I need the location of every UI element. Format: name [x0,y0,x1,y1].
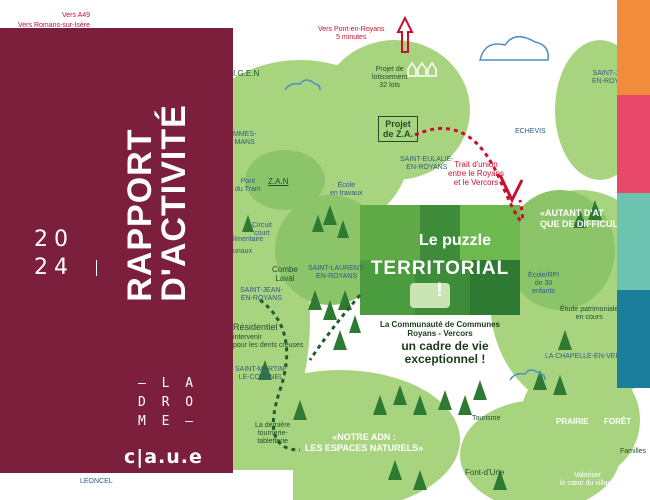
label-vers-romans: Vers Romans-sur-Isère [18,22,90,29]
label-leoncel: LEONCEL [80,478,113,485]
stripe-teal [617,193,650,290]
label-prairie: PRAIRIE [556,417,589,426]
cover-panel: RAPPORT D'ACTIVITÉ 20 24 – L A D R O M E… [0,28,233,473]
logo-line1: – L A [138,376,198,391]
label-mmes: MMES-MANS [233,131,257,146]
puzzle-graphic [360,205,520,315]
caue-logo: c|a.u.e [124,446,203,468]
la-drome-logo: – L A D R O M E – [138,374,197,431]
label-zan: Z.A.N [268,177,289,186]
stripe-blue [617,290,650,388]
label-unaux: unaux [233,248,253,255]
report-year: 20 24 [34,226,74,282]
logo-line3: M E – [138,414,198,429]
puzzle-title-line1: Le puzzle [418,232,491,249]
label-saint-laurent: SAINT-LAURENT-EN-ROYANS [308,265,366,280]
puzzle-title-line2: TERRITORIAL ! [370,258,510,301]
label-saint-jean: SAINT-JEAN-EN-ROYANS [240,287,283,302]
report-title: RAPPORT D'ACTIVITÉ [112,88,202,318]
label-saint-eulalie: SAINT-EULALIE-EN-ROYANS [400,156,454,171]
report-title-line2: D'ACTIVITÉ [155,104,193,302]
label-igen: I.G.E.N [233,69,260,78]
label-residentiel: Résidentiel [233,322,278,332]
year-line2: 24 [34,255,74,280]
label-foret: FORÊT [604,417,632,426]
label-vers-a49: Vers A49 [62,12,91,19]
label-alimentaire: limentaire [233,236,264,243]
label-chapelle: LA CHAPELLE-EN-VERCORS [545,353,641,360]
stripe-orange [617,0,650,95]
label-saint-martin: SAINT-MARTIN-LE-COLONEL [235,366,287,381]
label-font-durle: Font-d'Urle [465,468,505,477]
divider [96,260,97,276]
tree-icons [242,200,602,490]
label-tourisme: Tourisme [472,415,501,422]
stripe-pink [617,95,650,193]
report-title-line1: RAPPORT [121,128,159,302]
label-familles: Familles [620,448,647,455]
adn-heading: «NOTRE ADN :LES ESPACES NATURELS» [305,432,424,453]
year-line1: 20 [34,227,74,252]
label-echevis: ECHEVIS [515,128,546,135]
logo-line2: D R O [138,395,198,410]
